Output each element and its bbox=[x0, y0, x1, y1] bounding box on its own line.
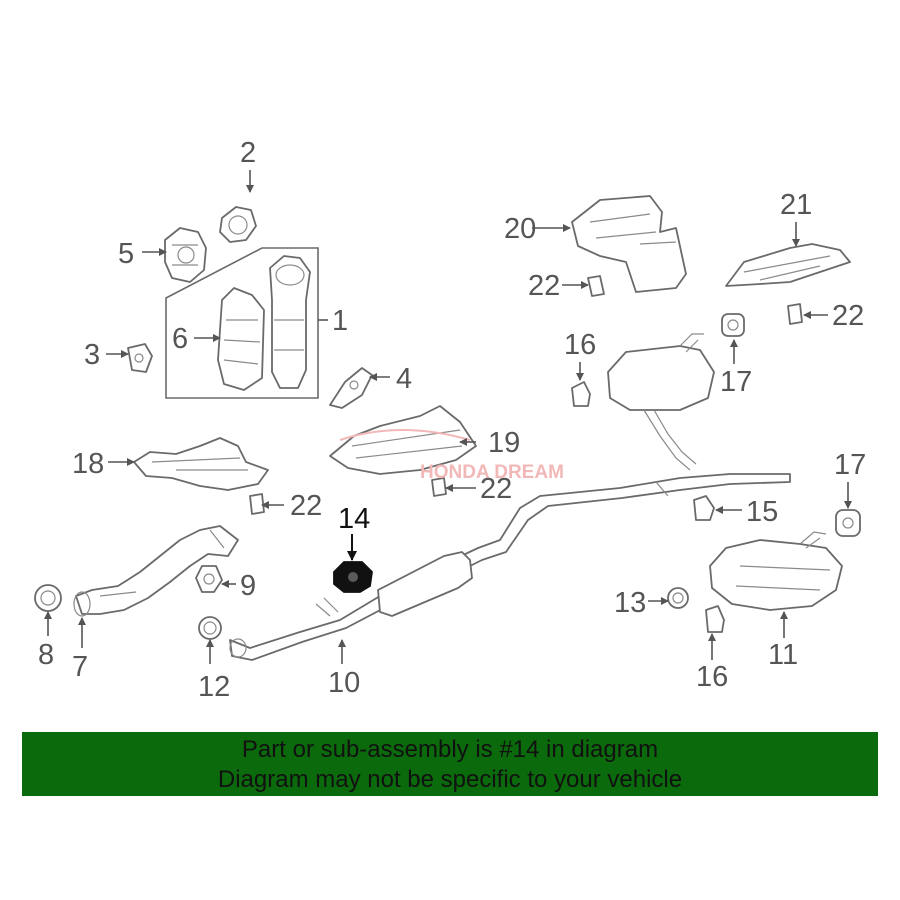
rear-muffler-part-11 bbox=[709, 531, 843, 611]
callout-9: 9 bbox=[240, 570, 256, 602]
converter-shield-part-6 bbox=[217, 287, 265, 391]
watermark-swoosh bbox=[339, 429, 471, 441]
callout-10: 10 bbox=[328, 667, 360, 699]
callout-6: 6 bbox=[172, 323, 188, 355]
leader-lines bbox=[44, 170, 852, 664]
bolt-part-22-a bbox=[587, 275, 605, 297]
gasket-part-2 bbox=[219, 206, 257, 243]
bracket-part-3 bbox=[127, 343, 153, 373]
callout-18: 18 bbox=[72, 448, 104, 480]
callout-17-upper: 17 bbox=[720, 366, 752, 398]
callout-11: 11 bbox=[768, 639, 798, 671]
callout-22-c: 22 bbox=[290, 490, 322, 522]
clamp-part-9 bbox=[195, 565, 223, 593]
callout-15: 15 bbox=[746, 496, 778, 528]
catalytic-converter-part-1 bbox=[269, 255, 311, 389]
heat-shield-part-20 bbox=[571, 195, 687, 293]
callout-1: 1 bbox=[332, 305, 348, 337]
center-pipe-part-10 bbox=[229, 473, 791, 661]
callout-5: 5 bbox=[118, 238, 134, 270]
front-pipe-part-7 bbox=[73, 525, 239, 617]
callout-14: 14 bbox=[338, 503, 370, 535]
callout-22-d: 22 bbox=[480, 473, 512, 505]
rubber-mount-part-14 bbox=[333, 561, 373, 593]
converter-group-box bbox=[165, 247, 328, 399]
hanger-part-17-lower bbox=[835, 509, 861, 537]
flange-part-5 bbox=[164, 227, 207, 283]
heat-shield-part-18 bbox=[133, 437, 269, 491]
callout-19: 19 bbox=[488, 427, 520, 459]
watermark: HONDA DREAM bbox=[420, 462, 564, 483]
banner-line-part-number: Part or sub-assembly is #14 in diagram bbox=[241, 736, 659, 763]
callout-16-upper: 16 bbox=[564, 329, 596, 361]
gasket-part-13 bbox=[667, 587, 689, 609]
info-banner: Part or sub-assembly is #14 in diagram D… bbox=[22, 732, 878, 796]
hanger-part-15 bbox=[693, 495, 715, 521]
banner-line-disclaimer: Diagram may not be specific to your vehi… bbox=[217, 766, 683, 793]
callout-2: 2 bbox=[240, 137, 256, 169]
callout-20: 20 bbox=[504, 213, 536, 245]
hanger-part-17-upper bbox=[721, 313, 745, 337]
heat-shield-part-21 bbox=[725, 243, 851, 287]
callout-17-lower: 17 bbox=[834, 449, 866, 481]
callout-8: 8 bbox=[38, 639, 54, 671]
bracket-part-4 bbox=[329, 367, 373, 409]
callout-12: 12 bbox=[198, 671, 230, 703]
bolt-part-22-b bbox=[787, 303, 803, 325]
gasket-part-12 bbox=[198, 616, 222, 640]
callout-16-lower: 16 bbox=[696, 661, 728, 693]
bolt-part-22-c bbox=[249, 493, 265, 515]
callout-22-a: 22 bbox=[528, 270, 560, 302]
hanger-part-16-lower bbox=[705, 605, 725, 633]
callout-4: 4 bbox=[396, 363, 412, 395]
hanger-part-16-upper bbox=[571, 381, 591, 407]
callout-7: 7 bbox=[72, 651, 88, 683]
callout-labels: 2 5 1 6 3 4 20 22 21 22 16 17 18 19 22 2… bbox=[38, 137, 866, 703]
callout-3: 3 bbox=[84, 339, 100, 371]
callout-21: 21 bbox=[780, 189, 812, 221]
callout-22-b: 22 bbox=[832, 300, 864, 332]
bolt-part-22-d bbox=[431, 477, 447, 497]
callout-13: 13 bbox=[614, 587, 646, 619]
pre-muffler bbox=[607, 333, 715, 471]
gasket-part-8 bbox=[34, 584, 62, 612]
